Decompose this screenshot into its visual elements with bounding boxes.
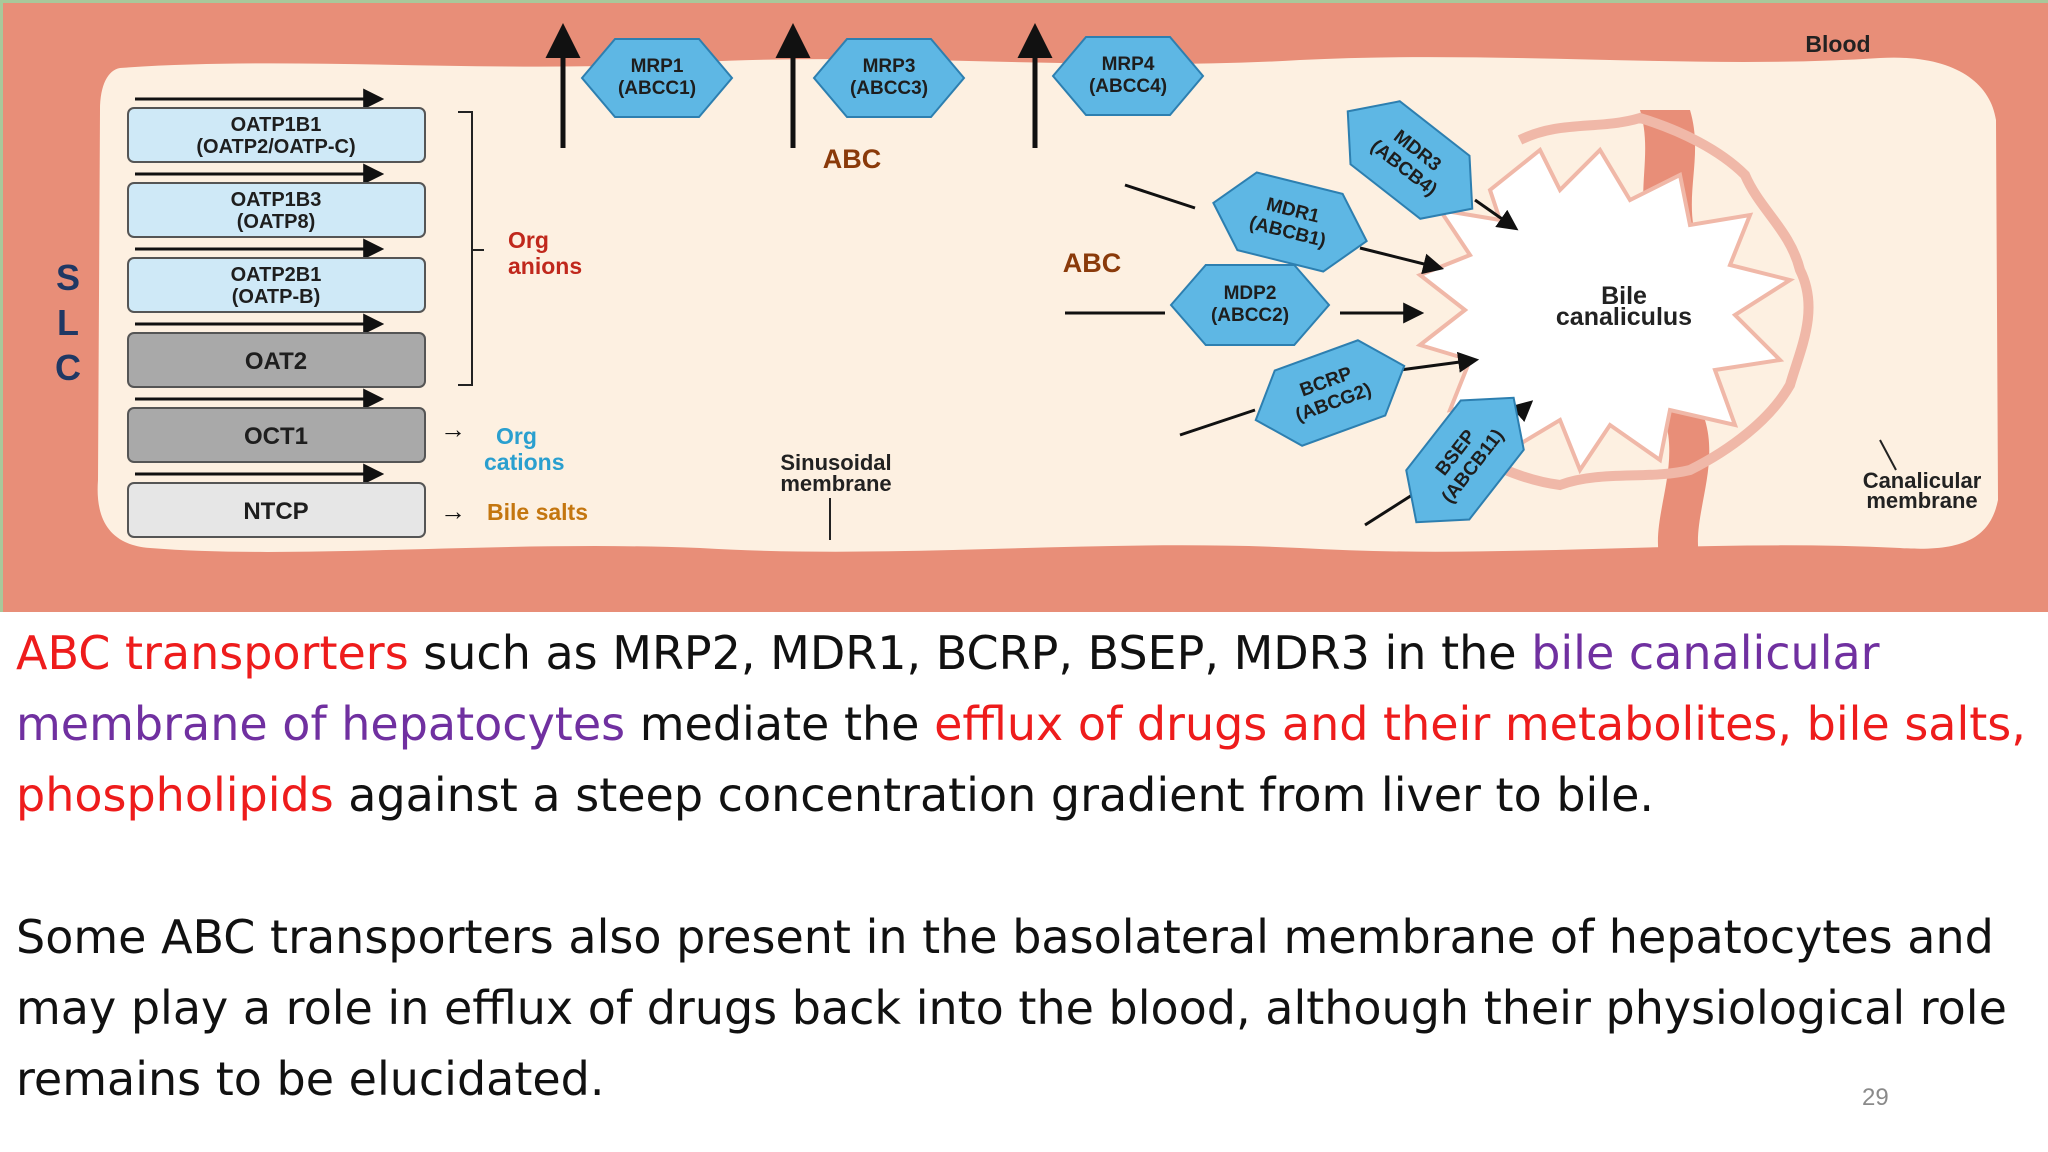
slide-body-text: ABC transporters such as MRP2, MDR1, BCR… [16, 618, 2026, 1115]
substrate-entry-line [1179, 408, 1256, 437]
org-cations-label-line2: cations [484, 449, 565, 475]
transporter-box [127, 257, 426, 313]
canalicular-membrane-label-line2: membrane [1866, 488, 1977, 513]
bile-canaliculus-label-line1: Bile [1601, 282, 1647, 310]
paragraph-canalicular: ABC transporters such as MRP2, MDR1, BCR… [16, 618, 2026, 831]
org-anions-label-line2: anions [508, 253, 582, 279]
hexagon-shape [1405, 396, 1525, 524]
abc-label-basolateral: ABC [823, 144, 882, 174]
slc-letter-l: L [57, 302, 79, 343]
efflux-arrow-to-bile [1399, 351, 1480, 373]
transporter-name: OATP1B3 [231, 189, 322, 211]
hexagon-body: MDR3(ABCB4) [1346, 100, 1474, 220]
hexagon-shape [812, 38, 966, 118]
abc-transporter-hexagon: BSEP(ABCB11) [1364, 396, 1534, 527]
transporter-alias: (ABCC3) [850, 78, 928, 99]
slc-transporter-box: OAT2 [127, 313, 426, 388]
transporter-name: NTCP [243, 498, 308, 525]
slc-transporter-box: OATP1B3(OATP8) [127, 163, 426, 238]
org-anions-bracket [458, 111, 484, 386]
text-abc-transporters: ABC transporters [16, 626, 409, 680]
transporter-name: MRP4 [1102, 54, 1155, 75]
text-segment: mediate the [625, 697, 935, 751]
transporter-alias: (ABCC4) [1089, 76, 1167, 97]
hexagon-shape [580, 38, 734, 118]
hepatocyte-transporter-diagram: OATP1B1(OATP2/OATP-C)OATP1B3(OATP8)OATP2… [0, 0, 2048, 612]
slc-transporter-box: OATP1B1(OATP2/OATP-C) [127, 88, 426, 163]
transporter-alias: (OATP-B) [232, 286, 321, 308]
efflux-arrow-to-bile [1359, 246, 1445, 275]
canalicular-membrane-wave [1447, 112, 1814, 491]
transporter-alias: (OATP2/OATP-C) [196, 136, 355, 158]
page-number: 29 [1862, 1084, 1889, 1111]
hexagon-body: BCRP(ABCG2) [1254, 339, 1406, 447]
hexagon-shape [1169, 264, 1331, 346]
transporter-box [127, 107, 426, 163]
canalicular-membrane-label-line1: Canalicular [1863, 468, 1982, 493]
hexagon-body: BSEP(ABCB11) [1405, 396, 1525, 524]
transporter-box [127, 482, 426, 538]
slc-transporter-box: OCT1 [127, 388, 426, 463]
transporter-name: MRP1 [631, 56, 684, 77]
hexagon-body: MDR1(ABCB1) [1212, 171, 1368, 273]
bile-canaliculus-label-line2: canaliculus [1556, 303, 1692, 331]
org-anions-label-line1: Org [508, 227, 549, 253]
slc-transporter-box: NTCP [127, 463, 426, 538]
transporter-alias: (ABCC1) [618, 78, 696, 99]
text-segment: such as MRP2, MDR1, BCRP, BSEP, MDR3 in … [408, 626, 1532, 680]
transporter-box [127, 332, 426, 388]
abc-label-canalicular: ABC [1063, 248, 1122, 278]
org-cations-arrow: → [440, 414, 466, 444]
transporter-name: OCT1 [244, 423, 308, 450]
org-cations-label-line1: Org [496, 423, 537, 449]
text-efflux-description: efflux of drugs and their metabolites, b… [16, 697, 2026, 822]
text-segment: against a steep concentration gradient f… [333, 768, 1655, 822]
text-bile-canalicular-membrane: bile canalicular membrane of hepatocytes [16, 626, 1880, 751]
basolateral-abc-transporters: MRP1(ABCC1) MRP3(ABCC3) MRP4(ABCC4) [545, 23, 1205, 148]
paragraph-basolateral: Some ABC transporters also present in th… [16, 910, 2007, 1106]
slc-transporter-box: OATP2B1(OATP-B) [127, 238, 426, 313]
slc-letter-c: C [55, 347, 81, 388]
abc-transporter-hexagon: BCRP(ABCG2) [1179, 339, 1480, 447]
slide-border-left [0, 0, 3, 612]
transporter-box [127, 182, 426, 238]
abc-transporter-hexagon: MDR1(ABCB1) [1124, 171, 1445, 275]
sinusoidal-membrane-label-line2: membrane [780, 471, 891, 496]
canalicular-membrane-pointer [1879, 439, 1897, 471]
transporter-name: OAT2 [245, 348, 307, 375]
hexagon-body: MDP2(ABCC2) [1169, 264, 1331, 346]
transporter-alias: (OATP8) [237, 211, 316, 233]
blood-label: Blood [1805, 31, 1870, 57]
abc-transporter-hexagon: MRP1(ABCC1) [545, 23, 734, 148]
abc-transporter-hexagon: MDR3(ABCB4) [1346, 100, 1519, 231]
hexagon-shape [1254, 339, 1406, 447]
transporter-name: MRP3 [863, 56, 916, 77]
transporter-box [127, 407, 426, 463]
sinusoidal-membrane-label-line1: Sinusoidal [780, 450, 891, 475]
hexagon-shape [1346, 100, 1474, 220]
transporter-name: MDP2 [1224, 283, 1277, 304]
slide-border-accent [0, 0, 2048, 3]
bile-salts-arrow: → [440, 496, 466, 526]
abc-transporter-hexagon: MDP2(ABCC2) [1065, 264, 1425, 346]
substrate-entry-line [1124, 183, 1196, 210]
canalicular-abc-transporters: MDR3(ABCB4)MDR1(ABCB1)MDP2(ABCC2)BCRP(AB… [1065, 100, 1534, 527]
slc-letter-s: S [56, 257, 80, 298]
abc-transporter-hexagon: MRP3(ABCC3) [775, 23, 966, 148]
slc-transporter-list: OATP1B1(OATP2/OATP-C)OATP1B3(OATP8)OATP2… [127, 88, 426, 538]
transporter-name: OATP2B1 [231, 264, 322, 286]
transporter-alias: (ABCC2) [1211, 305, 1289, 326]
bile-salts-label: Bile salts [487, 499, 588, 525]
hexagon-shape [1051, 36, 1205, 116]
abc-transporter-hexagon: MRP4(ABCC4) [1017, 23, 1205, 148]
efflux-arrow-to-bile [1474, 198, 1519, 231]
hexagon-shape [1212, 171, 1368, 273]
transporter-name: OATP1B1 [231, 114, 322, 136]
